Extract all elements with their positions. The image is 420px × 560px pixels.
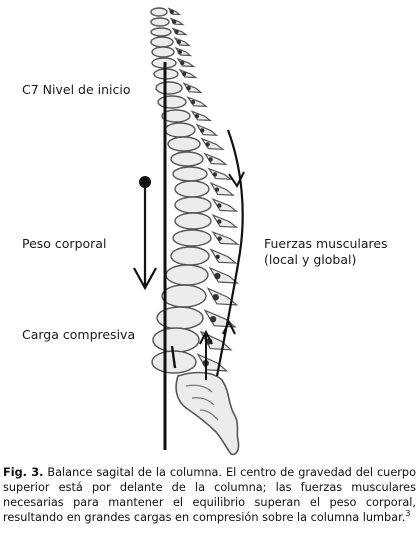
vertebra-body: [172, 166, 208, 182]
vertebra-process: [211, 213, 239, 228]
vertebra-body: [150, 36, 174, 48]
vertebra-facet: [174, 29, 179, 34]
vertebra-facet: [177, 49, 183, 55]
muscle-force-arrowhead-down: [228, 171, 245, 188]
vertebra-body: [174, 196, 212, 214]
vertebra-facet: [214, 272, 221, 280]
vertebra-body: [152, 327, 200, 353]
vertebra-facet: [217, 236, 222, 241]
spine-diagram: [133, 7, 245, 456]
vertebra-body: [172, 229, 212, 247]
vertebra-body: [174, 212, 212, 230]
vertebra-facet: [171, 19, 177, 24]
vertebra-body: [157, 95, 187, 109]
vertebra-process: [203, 152, 228, 165]
vertebra-process: [200, 137, 225, 150]
vertebra-process: [207, 167, 234, 180]
vertebra-facet: [180, 60, 185, 66]
vertebra-body: [167, 136, 201, 152]
vertebra-process: [195, 123, 219, 136]
figure-number: Fig. 3.: [3, 466, 44, 479]
figure-caption: Fig. 3. Balance sagital de la columna. E…: [3, 465, 416, 525]
caption-reference: 3: [405, 509, 411, 519]
vertebra-facet: [212, 294, 219, 301]
vertebra-facet: [209, 316, 217, 323]
vertebra-body: [164, 122, 196, 138]
muscle-forces-label-line2: (local y global): [264, 252, 357, 267]
vertebra-facet: [212, 172, 218, 177]
sacrum: [175, 371, 240, 456]
vertebra-facet: [208, 157, 213, 162]
sacrum-detail: [185, 384, 219, 421]
vertebra-facet: [176, 39, 182, 45]
vertebra-facet: [205, 142, 210, 147]
spine-illustration: [150, 7, 240, 374]
vertebra-facet: [215, 254, 220, 259]
vertebra-body: [170, 151, 204, 167]
vertebra-facet: [214, 187, 220, 192]
muscle-force-arrowhead-up: [222, 319, 236, 335]
vertebra-body: [174, 180, 210, 198]
vertebra-body: [150, 17, 170, 27]
vertebra-process: [211, 230, 240, 245]
vertebra-body: [155, 81, 183, 95]
body-weight-arrowhead: [133, 267, 157, 291]
vertebra-body: [161, 284, 207, 308]
c7-start-label: C7 Nivel de inicio: [22, 82, 131, 97]
vertebra-body: [161, 109, 191, 123]
compressive-load-label: Carga compresiva: [22, 327, 136, 342]
muscle-forces-label: Fuerzas musculares (local y global): [264, 236, 388, 268]
vertebra-facet: [194, 114, 200, 119]
compressive-load-arrowhead: [199, 329, 213, 345]
vertebra-process: [211, 197, 239, 212]
vertebra-body: [150, 7, 168, 17]
vertebra-process: [209, 181, 235, 196]
vertebra-body: [150, 27, 172, 37]
vertebra-body: [165, 264, 209, 286]
vertebra-process: [209, 248, 238, 264]
vertebra-process: [208, 266, 240, 284]
muscle-forces-label-line1: Fuerzas musculares: [264, 236, 388, 251]
vertebra-body: [170, 246, 210, 266]
vertebra-facet: [182, 71, 187, 77]
lumbar-tick: [170, 345, 177, 369]
body-weight-label: Peso corporal: [22, 236, 107, 251]
vertebra-body: [151, 46, 175, 58]
vertebra-process: [196, 353, 229, 372]
vertebra-facet: [217, 203, 222, 208]
caption-text: Balance sagital de la columna. El centro…: [3, 466, 416, 524]
vertebra-facet: [190, 100, 196, 105]
muscle-force-line: [215, 129, 244, 377]
vertebra-facet: [200, 128, 205, 133]
vertebra-facet: [186, 86, 191, 91]
vertebra-facet: [169, 9, 174, 14]
vertebra-facet: [217, 219, 222, 224]
